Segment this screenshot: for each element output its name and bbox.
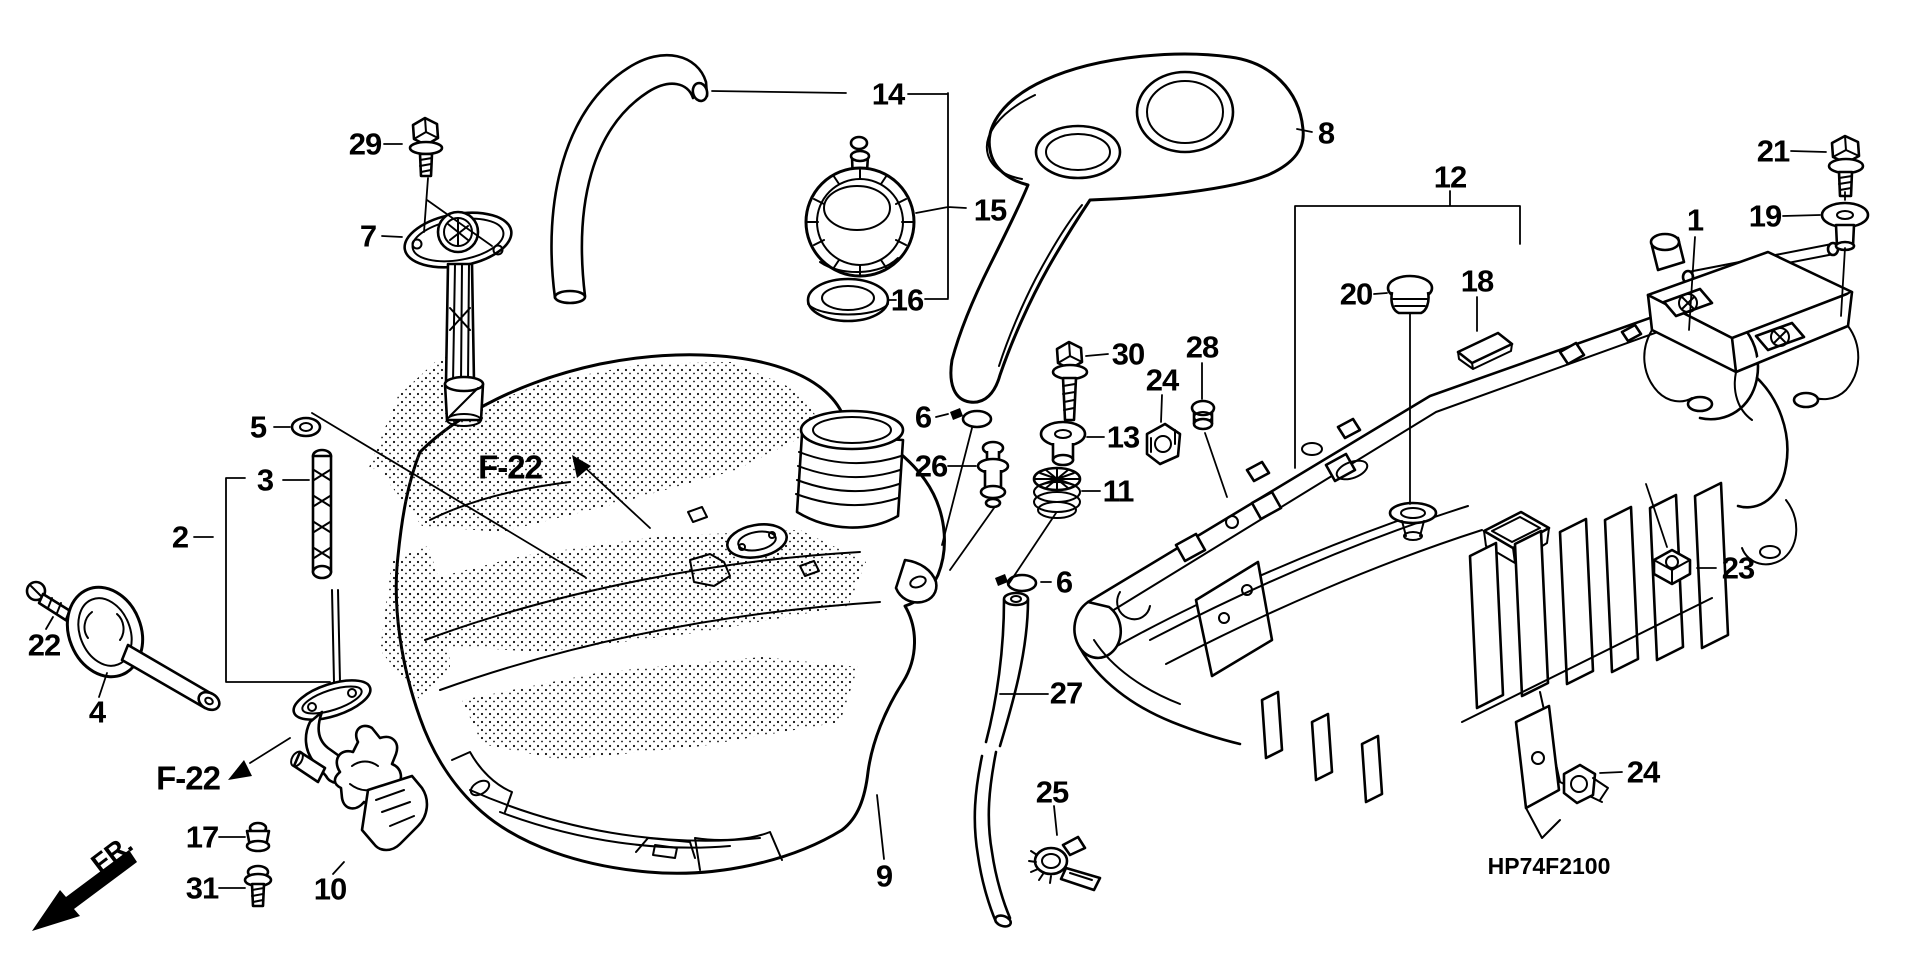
figure-ref-arrow-lower — [228, 737, 291, 780]
callout-4: 4 — [89, 695, 107, 730]
callout-19: 19 — [1749, 199, 1782, 234]
callout-27: 27 — [1050, 676, 1082, 711]
callout-15: 15 — [974, 193, 1007, 228]
callout-5: 5 — [250, 410, 267, 445]
callout-13: 13 — [1107, 420, 1140, 455]
clip-nut-23 — [1652, 548, 1692, 586]
callout-16: 16 — [891, 283, 924, 318]
callout-6-upper: 6 — [915, 400, 932, 435]
cap-nut-17 — [245, 821, 271, 853]
callout-10: 10 — [314, 872, 346, 907]
callout-2: 2 — [172, 520, 188, 555]
o-ring-6-upper — [950, 408, 993, 429]
callout-8: 8 — [1318, 116, 1335, 151]
callout-25: 25 — [1036, 775, 1069, 810]
callout-7: 7 — [360, 219, 376, 254]
fuel-gauge-sender — [403, 210, 513, 427]
callout-28: 28 — [1186, 330, 1219, 365]
hole-plug-20 — [1386, 274, 1434, 315]
figure-ref-arrow-upper — [572, 455, 651, 529]
callout-20: 20 — [1340, 277, 1372, 312]
rubber-cushion-10 — [333, 724, 429, 852]
callout-6-lower: 6 — [1056, 565, 1073, 600]
pad-18 — [1456, 331, 1514, 370]
fuel-cap — [804, 135, 916, 278]
callout-26: 26 — [915, 449, 948, 484]
callout-31: 31 — [186, 871, 219, 906]
callout-18: 18 — [1461, 264, 1494, 299]
callout-1: 1 — [1687, 203, 1704, 238]
callout-24-lower: 24 — [1627, 755, 1661, 790]
bolt-31 — [243, 864, 273, 908]
breather-tube — [550, 53, 709, 305]
flange-nut-19 — [1820, 201, 1870, 252]
leader-lines — [45, 90, 1846, 889]
collar-13 — [1039, 420, 1087, 467]
flange-bolt-29 — [408, 116, 444, 178]
fuel-valve-petcock — [65, 585, 221, 712]
tank-cover — [949, 52, 1305, 404]
washer-5 — [290, 416, 322, 438]
callout-12: 12 — [1434, 160, 1466, 195]
flange-bolt-30 — [1051, 340, 1089, 422]
fuel-strainer — [311, 448, 333, 580]
callout-9: 9 — [876, 859, 893, 894]
joint-26 — [976, 440, 1010, 509]
fuel-tank — [368, 352, 946, 875]
figure-ref-upper: F-22 — [478, 449, 543, 486]
callout-24-upper: 24 — [1146, 363, 1180, 398]
callout-14: 14 — [872, 77, 906, 112]
fuel-pipe-rod — [331, 589, 341, 683]
tube-clamp-25 — [1028, 835, 1102, 892]
callout-29: 29 — [349, 127, 382, 162]
callout-23: 23 — [1722, 551, 1755, 586]
fuel-tube-27 — [973, 591, 1030, 928]
figure-ref-lower: F-22 — [156, 760, 221, 797]
o-ring-6-lower — [995, 573, 1038, 593]
flange-bolt-21 — [1827, 134, 1865, 198]
callout-11: 11 — [1103, 474, 1135, 509]
callout-22: 22 — [28, 628, 60, 663]
callouts: 29 7 5 3 2 22 4 17 31 10 14 15 16 8 12 1… — [28, 77, 1791, 907]
valve-mount-elbow — [290, 679, 372, 785]
clip-nut-24-lower — [1562, 763, 1609, 805]
clip-nut-24-upper — [1145, 422, 1182, 466]
diagram-code: HP74F2100 — [1488, 853, 1611, 879]
grommet-11 — [1032, 466, 1082, 519]
callout-30: 30 — [1112, 337, 1144, 372]
cushion-plug-28 — [1190, 399, 1216, 431]
callout-17: 17 — [186, 820, 218, 855]
canister-bracket — [1643, 232, 1860, 421]
rear-frame-bracket — [1073, 291, 1798, 839]
fr-direction-arrow — [32, 850, 137, 931]
callout-3: 3 — [257, 463, 274, 498]
callout-21: 21 — [1757, 134, 1790, 169]
cap-gasket — [806, 277, 890, 323]
